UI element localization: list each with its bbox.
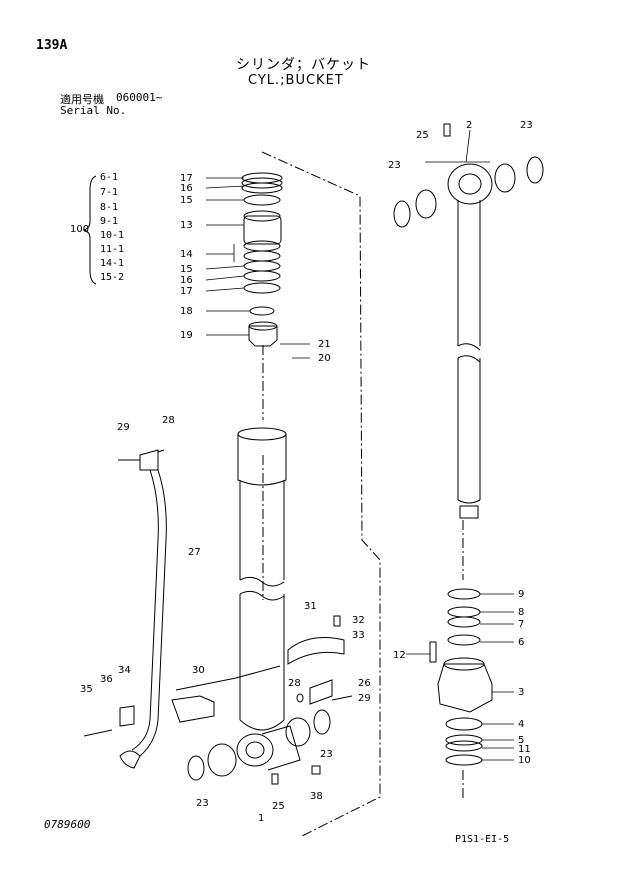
callout-leaders bbox=[205, 177, 310, 359]
callout-17: 17 bbox=[180, 286, 193, 297]
callout-20: 20 bbox=[318, 353, 331, 364]
kit-part: 6-1 bbox=[100, 172, 119, 183]
kit-part: 10-1 bbox=[100, 230, 125, 241]
callout-10: 10 bbox=[518, 755, 531, 766]
date-code: 0789600 bbox=[44, 818, 91, 831]
callout-17: 17 bbox=[180, 173, 193, 184]
callout-4: 4 bbox=[518, 719, 524, 730]
kit-part: 15-2 bbox=[100, 272, 125, 283]
callout-6: 6 bbox=[518, 637, 524, 648]
callout-16: 16 bbox=[180, 275, 193, 286]
kit-part: 11-1 bbox=[100, 244, 125, 255]
callout-2: 2 bbox=[466, 120, 472, 131]
applicable-label: 適用号機 bbox=[60, 93, 104, 106]
page-title-japanese: シリンダ；バケット bbox=[236, 57, 371, 73]
callout-8: 8 bbox=[518, 607, 524, 618]
callout-numbers: 17 16 15 13 14 15 16 17 18 19 21 20 29 2… bbox=[80, 120, 533, 824]
kit-part: 14-1 bbox=[100, 258, 125, 269]
callout-30: 29 bbox=[358, 693, 371, 704]
callout-3: 3 bbox=[518, 687, 524, 698]
piston-assembly bbox=[429, 588, 493, 766]
callout-26: 25 bbox=[272, 801, 285, 812]
callout-18: 18 bbox=[180, 306, 193, 317]
kit-part: 9-1 bbox=[100, 216, 119, 227]
serial-from: 060001~ bbox=[116, 91, 163, 104]
page-code: 139A bbox=[36, 38, 68, 53]
callout-12: 12 bbox=[393, 650, 406, 661]
callout-13: 13 bbox=[180, 220, 193, 231]
callout-36: 35 bbox=[80, 684, 93, 695]
callout-28: 27 bbox=[188, 547, 201, 558]
callout-25: 23 bbox=[388, 160, 401, 171]
callout-19: 19 bbox=[180, 330, 193, 341]
clamps-and-brackets bbox=[83, 615, 353, 785]
sheet-code: P1S1-EI-5 bbox=[455, 834, 510, 845]
kit-part: 8-1 bbox=[100, 202, 119, 213]
piston-rod bbox=[393, 123, 544, 519]
callout-38: 38 bbox=[310, 791, 323, 802]
callout-29: 28 bbox=[162, 415, 175, 426]
pipe-line bbox=[118, 449, 167, 769]
callout-15: 15 bbox=[180, 264, 193, 275]
callout-25: 23 bbox=[520, 120, 533, 131]
callout-15: 15 bbox=[180, 195, 193, 206]
callout-16: 16 bbox=[180, 183, 193, 194]
cylinder-tube bbox=[236, 427, 301, 771]
kit-part: 7-1 bbox=[100, 187, 119, 198]
callout-37: 36 bbox=[100, 674, 113, 685]
callout-1: 1 bbox=[258, 813, 264, 824]
kit-brace bbox=[82, 175, 97, 285]
callout-5: 5 bbox=[518, 735, 524, 746]
callout-11: 11 bbox=[518, 744, 531, 755]
callout-29: 28 bbox=[288, 678, 301, 689]
page-title: CYL.;BUCKET bbox=[248, 73, 344, 88]
callout-27: 26 bbox=[358, 678, 371, 689]
callout-leaders-right bbox=[406, 129, 514, 761]
assembly-centerline bbox=[261, 151, 381, 837]
callout-26: 25 bbox=[416, 130, 429, 141]
callout-21: 21 bbox=[318, 339, 331, 350]
callout-7: 7 bbox=[518, 619, 524, 630]
callout-33: 32 bbox=[352, 615, 365, 626]
callout-14: 14 bbox=[180, 249, 193, 260]
callout-30: 29 bbox=[117, 422, 130, 433]
rod-centerline bbox=[262, 345, 464, 800]
callout-9: 9 bbox=[518, 589, 524, 600]
callout-35: 34 bbox=[118, 665, 131, 676]
kit-number: 100 bbox=[70, 224, 90, 235]
callout-34: 33 bbox=[352, 630, 365, 641]
callout-23: 23 bbox=[320, 749, 333, 760]
callout-23: 23 bbox=[196, 798, 209, 809]
callout-32: 31 bbox=[304, 601, 317, 612]
callout-31: 30 bbox=[192, 665, 205, 676]
serial-label: Serial No. bbox=[60, 104, 127, 117]
seal-kit-stack bbox=[241, 172, 283, 347]
